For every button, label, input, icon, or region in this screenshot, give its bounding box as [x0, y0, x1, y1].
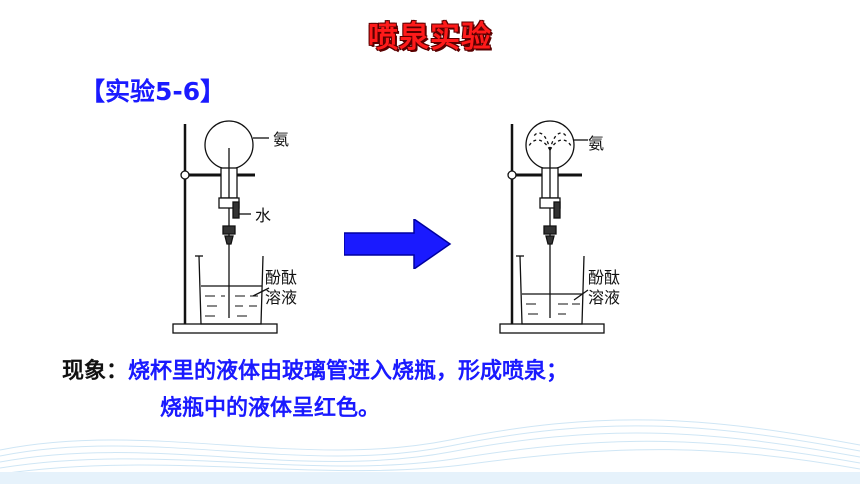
flask-label: 氨 [588, 134, 605, 153]
phenomenon-text-1: 烧杯里的液体由玻璃管进入烧瓶，形成喷泉； [128, 359, 569, 384]
solution-label-2: 溶液 [588, 288, 621, 307]
apparatus-before: 氨 水 酚酞 溶液 [165, 118, 325, 342]
phenomenon-text-2: 烧瓶中的液体呈红色。 [160, 396, 381, 421]
flask-label: 氨 [273, 130, 290, 149]
experiment-label: 【实验5-6】 [80, 77, 226, 106]
apparatus-after: 氨 酚酞 溶液 [492, 118, 652, 342]
phenomenon-line-1: 现象：烧杯里的液体由玻璃管进入烧瓶，形成喷泉； [62, 358, 568, 386]
solution-label-1: 酚酞 [265, 268, 298, 287]
arrow-right-icon [344, 219, 452, 269]
apparatus-before-drawing [172, 120, 278, 334]
solution-label-1: 酚酞 [588, 268, 621, 287]
solution-label-2: 溶液 [265, 288, 298, 307]
water-label: 水 [255, 206, 272, 225]
phenomenon-line-2: 烧瓶中的液体呈红色。 [160, 395, 380, 423]
background-wave [0, 419, 860, 484]
page-title: 喷泉实验 [368, 20, 492, 55]
apparatus-after-drawing [499, 120, 605, 334]
phenomenon-key: 现象： [62, 359, 129, 384]
